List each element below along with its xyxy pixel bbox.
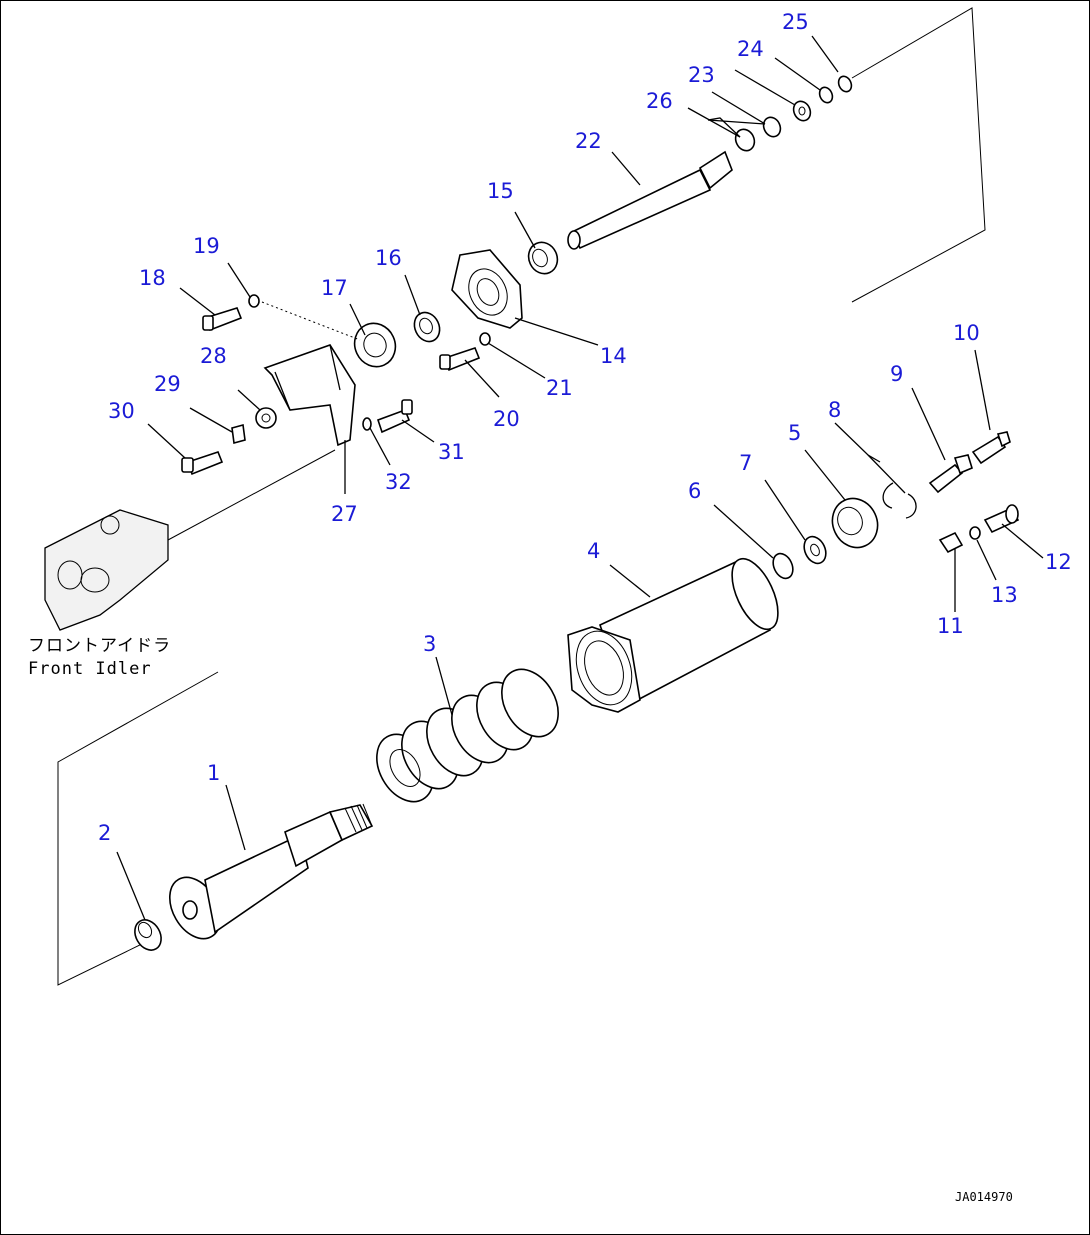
part-23-ring xyxy=(762,116,782,138)
part-19-washer xyxy=(248,294,260,308)
callout-29: 29 xyxy=(154,372,181,396)
callout-16: 16 xyxy=(375,246,402,270)
callout-26: 26 xyxy=(646,89,673,113)
callout-23: 23 xyxy=(688,63,715,87)
part-14-flange xyxy=(451,249,523,329)
part-26-ring xyxy=(734,128,756,152)
part-30-bolt xyxy=(181,451,224,476)
part-8-split-rings xyxy=(882,482,917,519)
part-12-bolt xyxy=(983,504,1020,534)
leader-lines xyxy=(116,35,1044,921)
part-27-bracket xyxy=(263,344,356,447)
part-31-bolt xyxy=(376,399,413,434)
assembly-frame-lines xyxy=(57,7,986,986)
front-idler-sketch xyxy=(44,509,169,631)
part-32-washer xyxy=(362,417,372,431)
dotted-guide-lines xyxy=(261,301,361,341)
callout-24: 24 xyxy=(737,37,764,61)
callout-25: 25 xyxy=(782,10,809,34)
part-21-washer xyxy=(479,332,491,346)
part-16-seal xyxy=(413,311,441,343)
part-22-rod xyxy=(567,150,733,250)
part-28-pad xyxy=(255,407,277,429)
part-20-bolt xyxy=(439,347,481,372)
part-25-clip xyxy=(818,75,853,104)
callout-6: 6 xyxy=(688,479,701,503)
callout-4: 4 xyxy=(587,539,600,563)
callout-3: 3 xyxy=(423,632,436,656)
part-6-ring xyxy=(772,552,794,580)
part-10-fitting xyxy=(971,431,1011,465)
part-1-yoke-shaft xyxy=(168,803,374,940)
callout-1: 1 xyxy=(207,761,220,785)
part-18-bolt xyxy=(202,307,243,332)
callout-2: 2 xyxy=(98,821,111,845)
callout-9: 9 xyxy=(890,362,903,386)
part-29-washer xyxy=(231,423,246,445)
callout-5: 5 xyxy=(788,421,801,445)
callout-14: 14 xyxy=(600,344,627,368)
callout-18: 18 xyxy=(139,266,166,290)
part-11-plate xyxy=(938,531,964,554)
callout-22: 22 xyxy=(575,129,602,153)
part-3-recoil-spring xyxy=(376,668,559,803)
part-9-valve xyxy=(928,454,973,494)
part-7-ring xyxy=(803,535,827,565)
callout-31: 31 xyxy=(438,440,465,464)
part-2-bushing xyxy=(134,919,162,951)
callout-8: 8 xyxy=(828,398,841,422)
callout-20: 20 xyxy=(493,407,520,431)
part-4-cylinder xyxy=(567,557,779,713)
callout-labels: 1 2 3 4 5 6 7 8 9 10 11 12 13 14 15 16 1… xyxy=(98,10,1072,845)
callout-21: 21 xyxy=(546,376,573,400)
part-24-nut xyxy=(792,100,812,122)
callout-17: 17 xyxy=(321,276,348,300)
callout-13: 13 xyxy=(991,583,1018,607)
callout-19: 19 xyxy=(193,234,220,258)
front-idler-caption: フロントアイドラ Front Idler xyxy=(28,636,171,679)
callout-28: 28 xyxy=(200,344,227,368)
part-15-bushing xyxy=(527,241,559,275)
callout-30: 30 xyxy=(108,399,135,423)
callout-12: 12 xyxy=(1045,550,1072,574)
callout-11: 11 xyxy=(937,614,964,638)
part-17-gasket xyxy=(353,322,397,368)
caption-en: Front Idler xyxy=(28,659,152,679)
part-13-washer xyxy=(969,526,981,540)
callout-32: 32 xyxy=(385,470,412,494)
drawing-code: JA014970 xyxy=(955,1190,1013,1204)
callout-15: 15 xyxy=(487,179,514,203)
callout-10: 10 xyxy=(953,321,980,345)
callout-7: 7 xyxy=(739,451,752,475)
callout-27: 27 xyxy=(331,502,358,526)
part-5-collar xyxy=(831,497,879,549)
caption-jp: フロントアイドラ xyxy=(28,636,171,656)
